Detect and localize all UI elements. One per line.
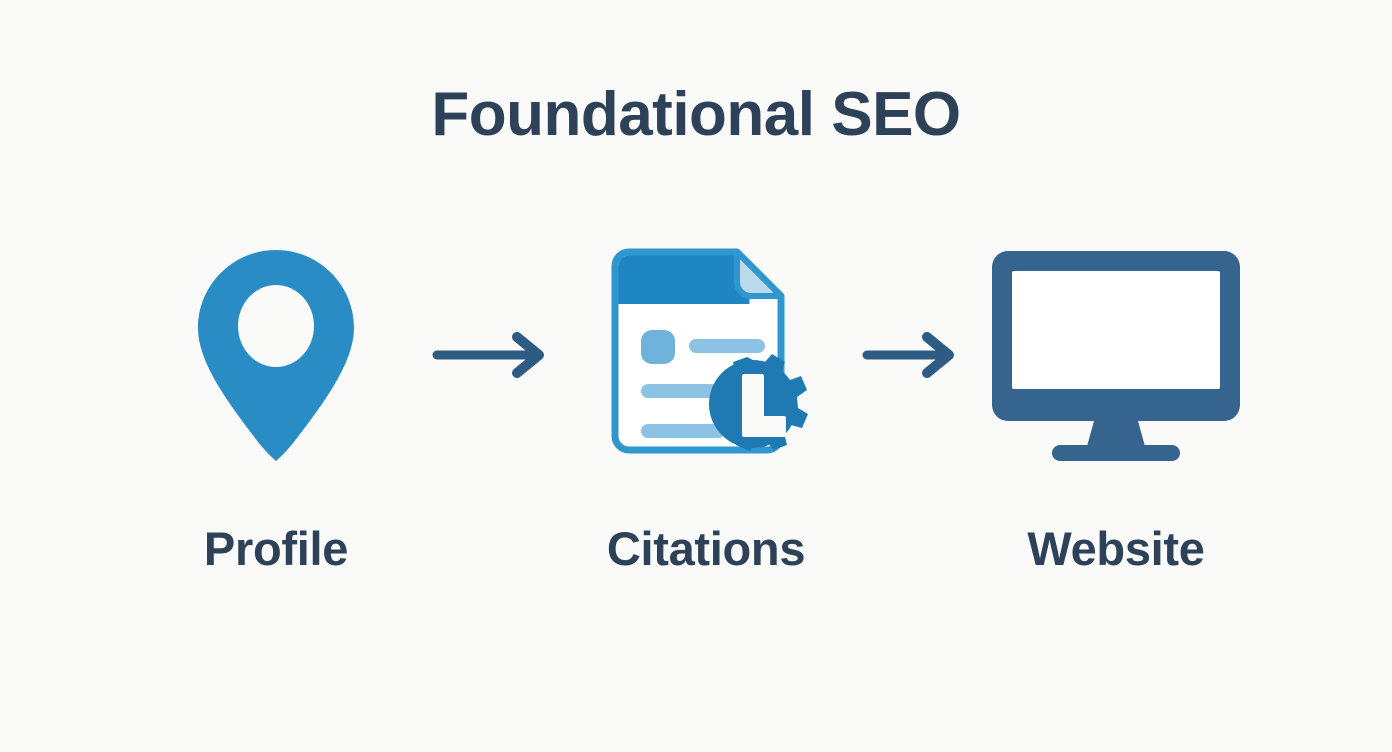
step-citations-icon[interactable] [556,230,856,480]
flow-diagram-labels-row: Profile Citations Website [70,508,1322,588]
page-title: Foundational SEO [431,80,961,149]
desktop-monitor-icon [992,251,1240,461]
step-label-profile: Profile [203,521,349,575]
step-label-citations: Citations [606,521,806,575]
flow-diagram-icons-row [70,230,1322,480]
connector-arrow-1 [426,325,556,385]
step-profile-icon[interactable] [126,230,426,480]
step-website-icon[interactable] [966,230,1266,480]
document-gear-icon [611,248,808,454]
step-label-website: Website [1027,521,1205,575]
arrow-right-icon [432,332,544,378]
connector-arrow-2 [856,325,966,385]
arrow-right-icon [862,332,954,378]
map-pin-icon [198,249,354,461]
